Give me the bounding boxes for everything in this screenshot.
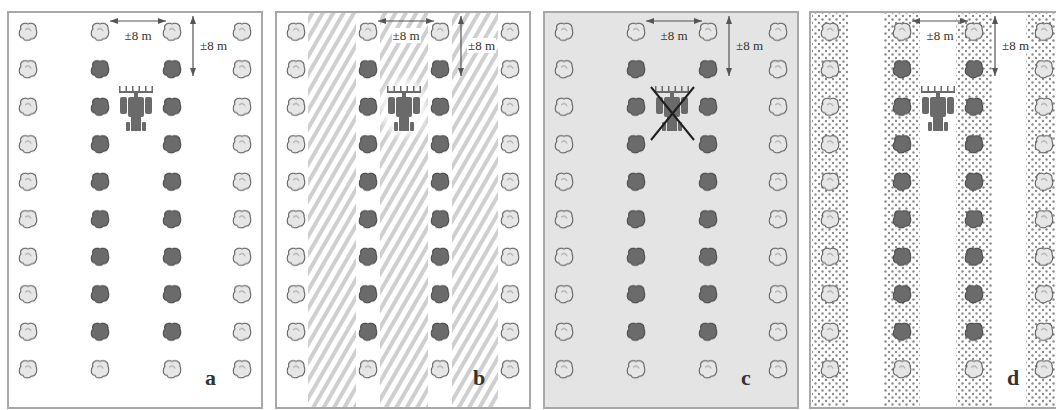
dimension-arrows (110, 16, 193, 76)
dimension-label: ±8 m (392, 28, 421, 43)
dimension-arrows (646, 16, 729, 76)
cross-mark (651, 87, 694, 140)
tractor-symbol (119, 86, 153, 131)
panel-letter: d (1007, 366, 1019, 390)
tree-rows (286, 13, 520, 388)
tree-rows (554, 13, 788, 388)
tractor-symbol (387, 86, 421, 131)
panel-d (810, 12, 1056, 408)
hatched-strip (308, 13, 356, 407)
dimension-arrows (912, 16, 995, 76)
tractor-symbol (655, 86, 689, 131)
hatched-strip (380, 13, 428, 407)
panel-a (8, 12, 262, 408)
tree-rows (820, 13, 1054, 388)
tractor-symbol (921, 86, 955, 131)
tree-rows (18, 13, 252, 388)
panel-letter: c (741, 366, 751, 390)
dimension-label: ±8 m (660, 28, 689, 43)
dimension-label: ±8 m (199, 38, 228, 53)
hatched-strip (452, 13, 498, 407)
dimension-label: ±8 m (735, 38, 764, 53)
panel-b (276, 12, 530, 408)
dimension-label: ±8 m (467, 38, 496, 53)
dimension-label: ±8 m (926, 28, 955, 43)
panel-letter: b (473, 366, 485, 390)
panel-letter: a (205, 366, 216, 390)
cross-mark (651, 87, 694, 140)
dimension-label: ±8 m (1001, 38, 1030, 53)
dimension-label: ±8 m (124, 28, 153, 43)
panel-c (544, 12, 798, 408)
dimension-arrows (378, 16, 461, 76)
